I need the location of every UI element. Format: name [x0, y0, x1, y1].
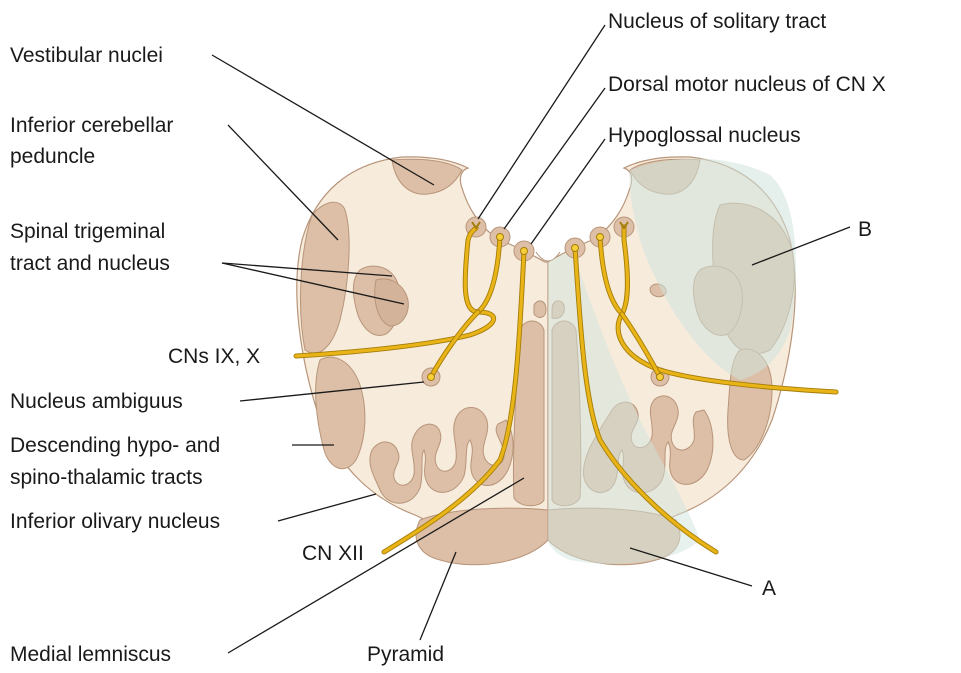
label-dorsal-motor: Dorsal motor nucleus of CN X: [608, 73, 886, 96]
label-spinal-trigeminal-1: Spinal trigeminal: [10, 220, 165, 243]
label-inferior-olivary: Inferior olivary nucleus: [10, 510, 220, 533]
label-pyramid: Pyramid: [367, 643, 444, 666]
label-cn-xii: CN XII: [302, 542, 364, 565]
label-nucleus-solitary: Nucleus of solitary tract: [608, 10, 826, 33]
label-descending-1: Descending hypo- and: [10, 434, 220, 457]
label-a: A: [762, 577, 776, 600]
label-nucleus-ambiguus: Nucleus ambiguus: [10, 390, 183, 413]
label-inferior-cerebellar-2: peduncle: [10, 145, 95, 168]
label-b: B: [858, 218, 872, 241]
label-cns-ix-x: CNs IX, X: [168, 345, 260, 368]
label-hypoglossal: Hypoglossal nucleus: [608, 124, 801, 147]
label-vestibular-nuclei: Vestibular nuclei: [10, 44, 163, 67]
label-medial-lemniscus: Medial lemniscus: [10, 643, 171, 666]
small-tract-left: [534, 301, 546, 318]
label-descending-2: spino-thalamic tracts: [10, 466, 203, 489]
label-inferior-cerebellar-1: Inferior cerebellar: [10, 114, 173, 137]
label-spinal-trigeminal-2: tract and nucleus: [10, 252, 170, 275]
